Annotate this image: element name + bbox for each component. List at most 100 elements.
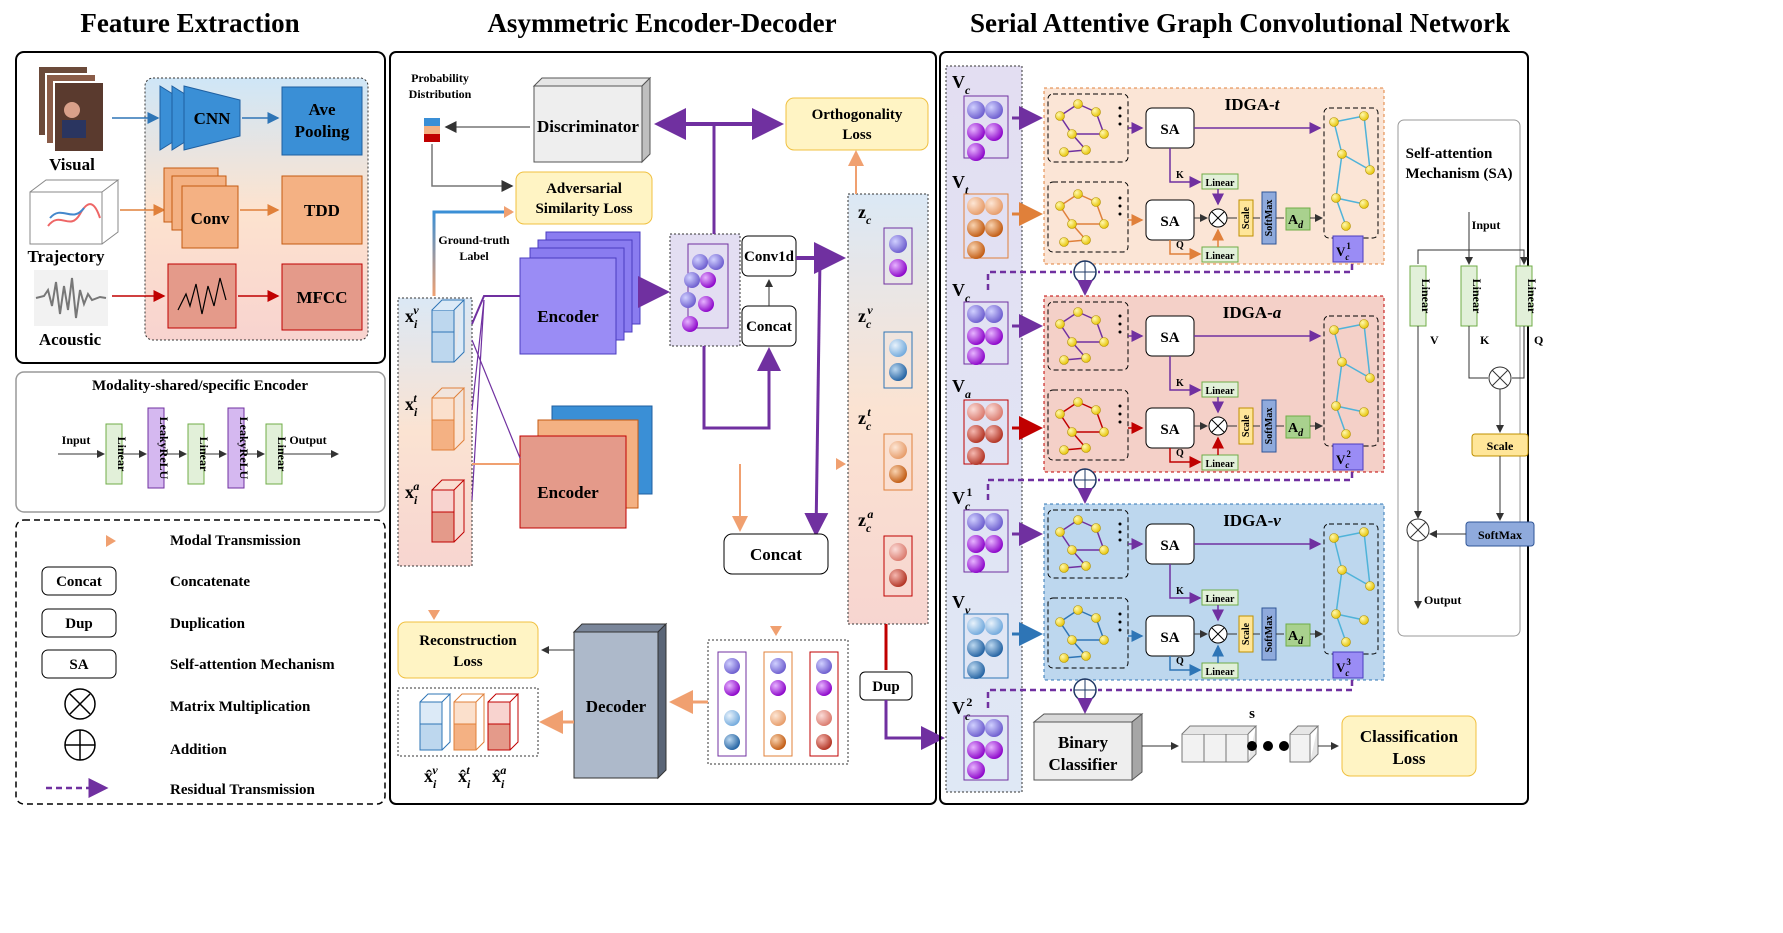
prob-label-1: Probability bbox=[411, 71, 469, 85]
orth-label-1: Orthogonality bbox=[812, 107, 903, 123]
shared-encoder-block bbox=[519, 231, 641, 355]
sa-q-label: Q bbox=[1534, 333, 1543, 347]
conv-block bbox=[163, 167, 239, 249]
shared-encoder-input: Input bbox=[62, 433, 91, 447]
reconstruction-loss-box bbox=[397, 621, 539, 679]
idga-t-title: IDGA-t bbox=[1225, 95, 1281, 114]
visual-label: Visual bbox=[49, 155, 95, 174]
sa-softmax-label: SoftMax bbox=[1478, 528, 1522, 542]
mfcc-label: MFCC bbox=[297, 288, 348, 307]
gt-label-2: Label bbox=[459, 249, 489, 263]
shared-feature-spheres bbox=[680, 243, 729, 332]
sa-title-2: Mechanism (SA) bbox=[1405, 166, 1512, 182]
probability-bar-icon bbox=[424, 118, 440, 142]
header-feature-extraction: Feature Extraction bbox=[80, 8, 299, 38]
xhat-t-symbol: x̂it bbox=[458, 763, 471, 791]
x-v-symbol: xiv bbox=[405, 303, 419, 331]
classification-loss-box bbox=[1341, 715, 1477, 777]
idga-v-title: IDGA-v bbox=[1223, 511, 1281, 530]
shared-encoder-output: Output bbox=[289, 433, 326, 447]
idga-internals-2 bbox=[1047, 301, 1379, 471]
enc-linear-2: Linear bbox=[197, 437, 211, 472]
legend-panel bbox=[15, 519, 386, 805]
tdd-label: TDD bbox=[304, 201, 340, 220]
shared-encoder-stack bbox=[105, 407, 339, 489]
legend-addition-label: Addition bbox=[170, 742, 227, 758]
legend-dup-label: Duplication bbox=[170, 616, 246, 632]
xt-cube bbox=[431, 387, 466, 451]
sa-k-label: K bbox=[1480, 333, 1490, 347]
discriminator-label: Discriminator bbox=[537, 117, 639, 136]
legend-concat-key bbox=[41, 566, 117, 596]
enc-linear-3: Linear bbox=[275, 437, 289, 472]
sa-linear-q: Linear bbox=[1525, 279, 1539, 314]
addition-node-2 bbox=[1073, 468, 1097, 492]
x-a-symbol: xia bbox=[405, 479, 419, 507]
xhat-a-symbol: x̂ia bbox=[492, 763, 506, 791]
feature-extraction-panel bbox=[15, 51, 386, 364]
class-label-1: Classification bbox=[1360, 727, 1459, 746]
idga-internals-1 bbox=[1047, 93, 1379, 263]
binary-classifier-block bbox=[1032, 712, 1144, 782]
vc2-cube bbox=[963, 715, 1009, 781]
mfcc-filter-block bbox=[167, 263, 237, 329]
adv-label-1: Adversarial bbox=[546, 181, 622, 197]
cnn-label: CNN bbox=[194, 109, 232, 128]
s-label: s bbox=[1249, 706, 1255, 722]
sa-scale-label: Scale bbox=[1487, 439, 1514, 453]
specific-encoder-block bbox=[519, 405, 653, 529]
conv1d-label: Conv1d bbox=[744, 249, 795, 265]
trajectory-label: Trajectory bbox=[27, 247, 105, 266]
shared-encoder-title: Modality-shared/specific Encoder bbox=[92, 378, 308, 394]
shared-feature-cluster bbox=[669, 233, 741, 347]
legend-dup-key bbox=[41, 608, 117, 638]
discriminator-block bbox=[532, 76, 652, 164]
x-t-symbol: xit bbox=[405, 391, 418, 419]
matrix-multiplication-icon bbox=[64, 688, 96, 720]
va-cube bbox=[963, 399, 1009, 465]
vv-cube bbox=[963, 613, 1009, 679]
shared-encoder-panel bbox=[15, 371, 386, 513]
sa-v-label: V bbox=[1430, 333, 1439, 347]
enc-leaky-2: LeakyReLU bbox=[237, 417, 251, 480]
concat-small-label: Concat bbox=[746, 319, 792, 335]
adv-label-2: Similarity Loss bbox=[535, 201, 632, 217]
legend-sa-key bbox=[41, 649, 117, 679]
addition-node-3 bbox=[1073, 678, 1097, 702]
vt-symbol: Vt bbox=[952, 172, 969, 197]
legend-modal-transmission bbox=[46, 535, 116, 547]
acoustic-waveform-icon bbox=[34, 270, 108, 326]
enc-linear-1: Linear bbox=[115, 437, 129, 472]
shared-encoder-label: Encoder bbox=[537, 307, 599, 326]
legend-matmul-label: Matrix Multiplication bbox=[170, 699, 311, 715]
decoder-label: Decoder bbox=[586, 697, 647, 716]
ave-pooling-label-2: Pooling bbox=[295, 122, 350, 141]
legend-modal-label: Modal Transmission bbox=[170, 533, 301, 549]
zc-spheres bbox=[883, 227, 913, 285]
recon-label-2: Loss bbox=[453, 654, 482, 670]
trajectory-cube-icon bbox=[29, 179, 120, 245]
class-label-2: Loss bbox=[1392, 749, 1425, 768]
xhat-v-symbol: x̂iv bbox=[424, 763, 438, 791]
prob-label-2: Distribution bbox=[409, 87, 472, 101]
addition-node-1 bbox=[1073, 260, 1097, 284]
sa-linear-k: Linear bbox=[1470, 279, 1484, 314]
score-vector bbox=[1181, 725, 1320, 763]
legend-sa-label: Self-attention Mechanism bbox=[170, 657, 335, 673]
specific-encoder-label: Encoder bbox=[537, 483, 599, 502]
residual-connections bbox=[986, 264, 1354, 708]
visual-frames-icon bbox=[37, 65, 105, 153]
adversarial-loss-box bbox=[515, 171, 653, 225]
sa-diagram bbox=[1406, 212, 1535, 609]
z-column bbox=[847, 193, 929, 625]
vc-symbol-2: Vc bbox=[952, 280, 971, 305]
z-a-symbol: zca bbox=[858, 507, 873, 535]
zt-spheres bbox=[883, 433, 913, 491]
z-v-symbol: zcv bbox=[858, 303, 873, 331]
sa-linear-v: Linear bbox=[1419, 279, 1433, 314]
binary-label-1: Binary bbox=[1058, 733, 1109, 752]
tdd-block bbox=[281, 175, 363, 245]
encoder-decoder-panel bbox=[389, 51, 937, 805]
legend-residual-label: Residual Transmission bbox=[170, 782, 316, 798]
concat-label: Concat bbox=[750, 545, 802, 564]
